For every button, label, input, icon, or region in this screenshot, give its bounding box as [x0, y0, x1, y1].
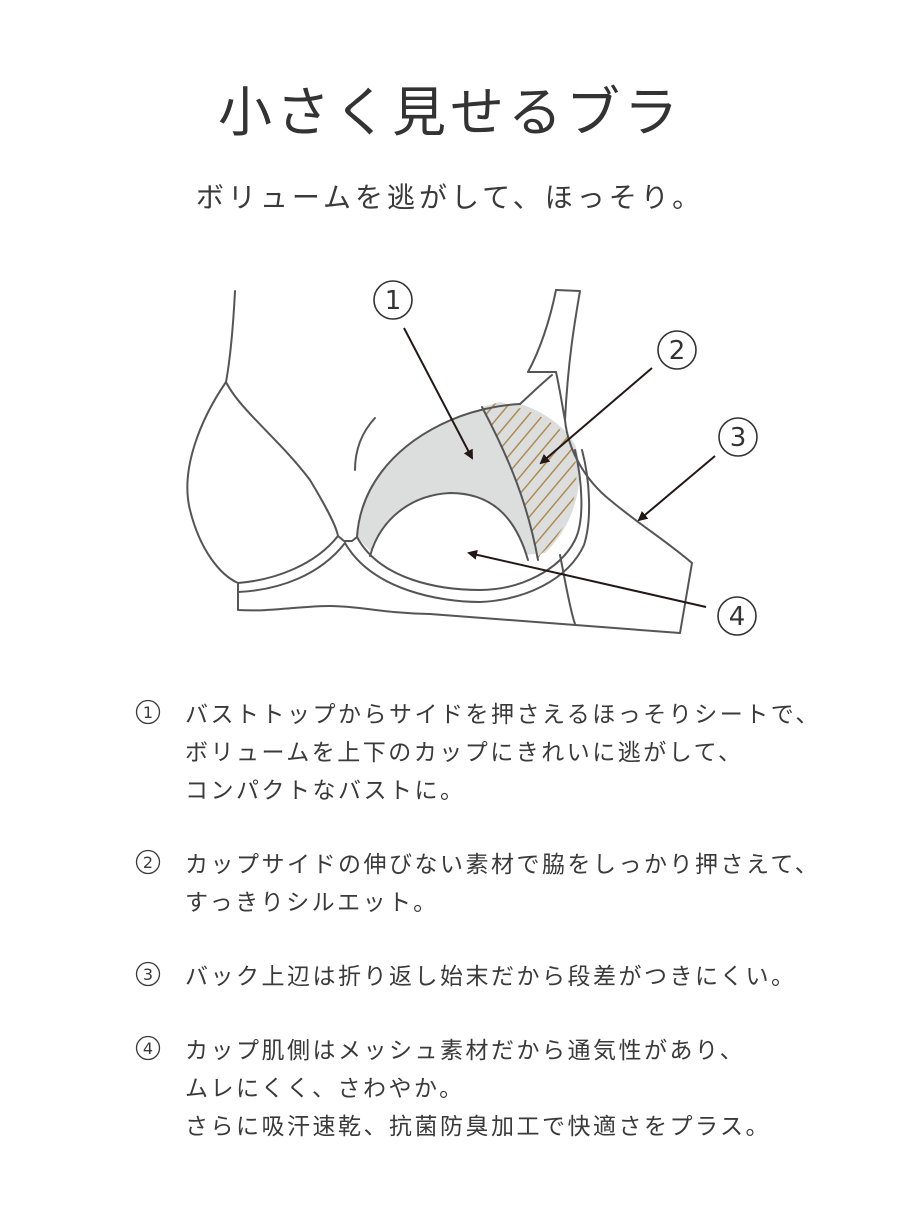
feature-4-line-1: カップ肌側はメッシュ素材だから通気性があり、 [185, 1038, 746, 1064]
callout-3-circle [718, 417, 758, 457]
feature-item-4: 4 カップ肌側はメッシュ素材だから通気性があり、 ムレにくく、さわやか。 さらに… [135, 1032, 875, 1146]
feature-item-2: 2 カップサイドの伸びない素材で脇をしっかり押さえて、 すっきりシルエット。 [135, 846, 875, 922]
feature-4-line-3: さらに吸汗速乾、抗菌防臭加工で快適さをプラス。 [185, 1114, 772, 1140]
callout-3-label: 3 [730, 423, 747, 453]
svg-text:3: 3 [143, 965, 153, 984]
left-cup-outline [186, 381, 239, 584]
callout-1-circle [373, 280, 413, 320]
cup-side-panel [482, 402, 577, 560]
feature-1-line-3: コンパクトなバストに。 [185, 778, 466, 804]
feature-item-3: 3 バック上辺は折り返し始末だから段差がつきにくい。 [135, 958, 875, 996]
svg-text:4: 4 [143, 1039, 153, 1058]
feature-4-line-2: ムレにくく、さわやか。 [185, 1076, 465, 1102]
feature-item-1: 1 バストトップからサイドを押さえるほっそりシートで、 ボリュームを上下のカップ… [135, 696, 875, 810]
callout-2-label: 2 [669, 336, 686, 366]
callout-1-arrow [403, 327, 473, 460]
circled-number-4-icon: 4 [135, 1035, 161, 1061]
feature-3-line-1: バック上辺は折り返し始末だから段差がつきにくい。 [185, 964, 797, 990]
callout-4-label: 4 [729, 602, 746, 632]
circled-number-2-icon: 2 [135, 849, 161, 875]
bra-illustration: 1 2 3 4 [0, 270, 900, 660]
callout-3-arrow [637, 455, 716, 522]
callout-2-arrow [539, 367, 653, 465]
callout-4-circle [717, 596, 757, 636]
svg-text:1: 1 [143, 703, 153, 722]
svg-text:2: 2 [143, 853, 153, 872]
callout-4-arrow [467, 549, 707, 608]
feature-1-line-1: バストトップからサイドを押さえるほっそりシートで、 [185, 702, 821, 728]
circled-number-1-icon: 1 [135, 699, 161, 725]
circled-number-3-icon: 3 [135, 961, 161, 987]
page-subtitle: ボリュームを逃がして、ほっそり。 [195, 181, 705, 214]
feature-list: 1 バストトップからサイドを押さえるほっそりシートで、 ボリュームを上下のカップ… [135, 696, 875, 1182]
feature-2-line-2: すっきりシルエット。 [185, 890, 439, 916]
callout-1-label: 1 [385, 286, 402, 316]
feature-2-line-1: カップサイドの伸びない素材で脇をしっかり押さえて、 [185, 852, 821, 878]
feature-1-line-2: ボリュームを上下のカップにきれいに逃がして、 [185, 740, 744, 766]
callout-2-circle [657, 330, 697, 370]
page-title: 小さく見せるブラ [218, 81, 682, 144]
left-strap-line [225, 290, 236, 383]
